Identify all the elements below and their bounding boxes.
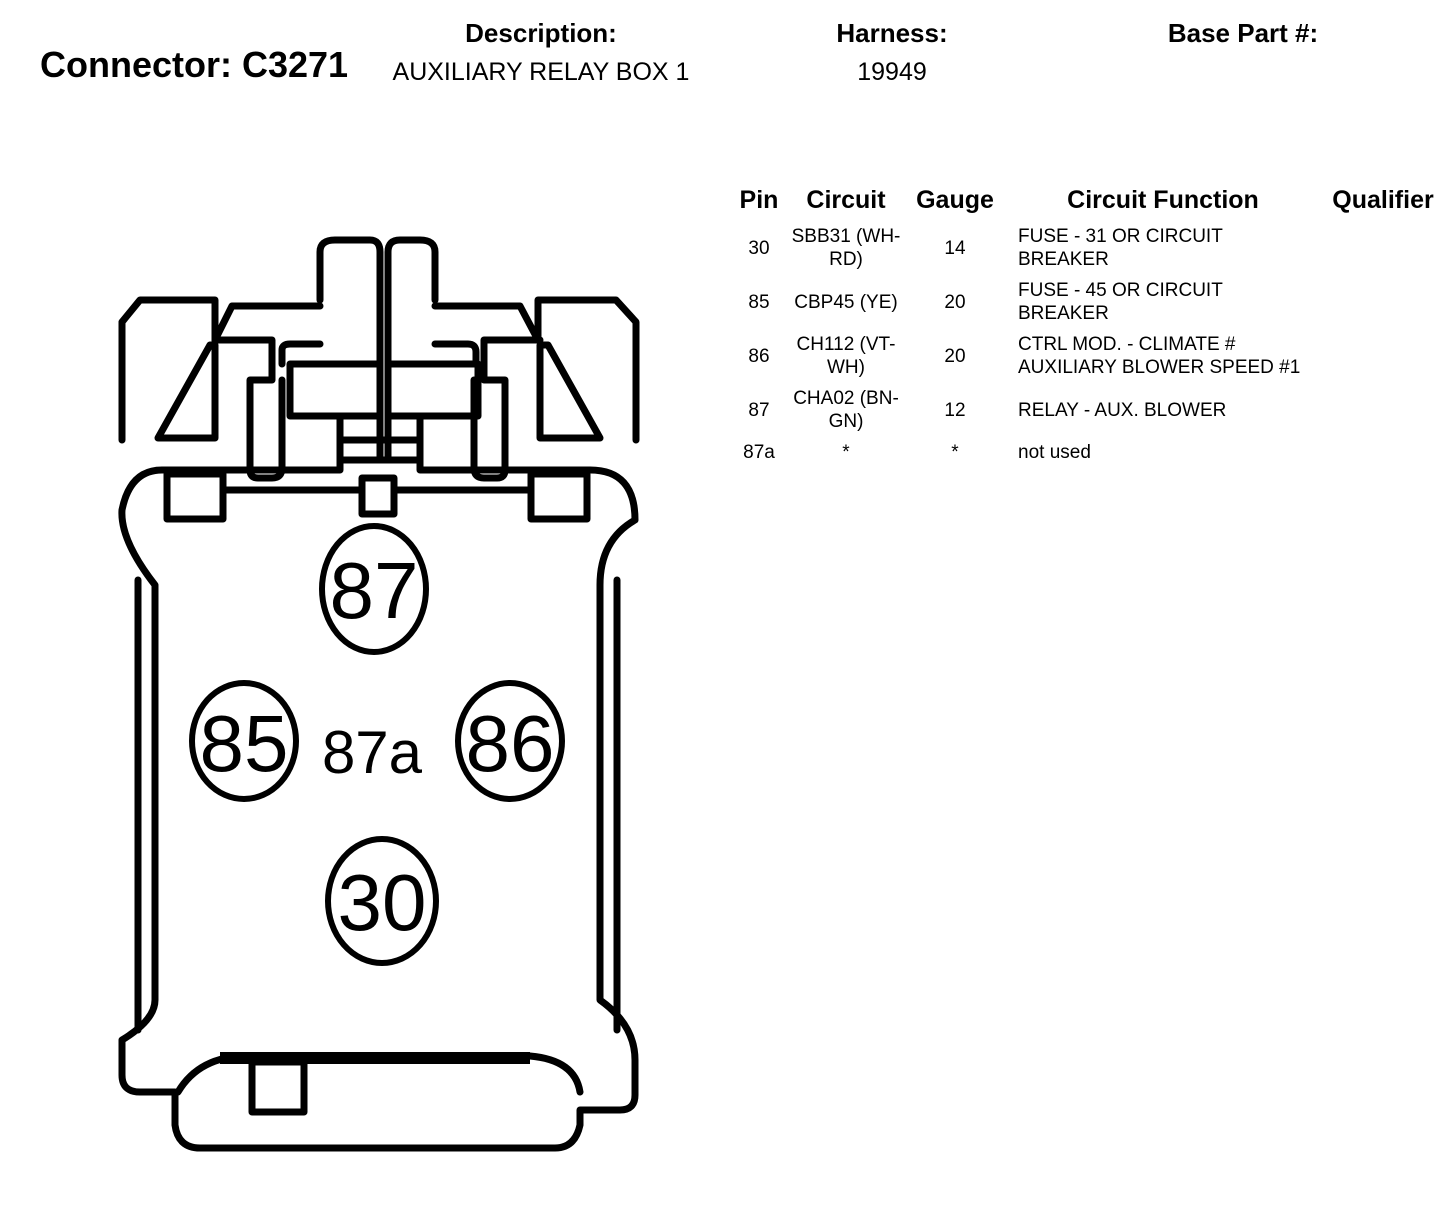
pin-87a-label: 87a: [322, 719, 423, 786]
shell-top-outline: [118, 296, 640, 444]
description-label: Description:: [465, 18, 617, 48]
column-header-function: Circuit Function: [1067, 186, 1259, 214]
cell-circuit: SBB31 (WH-RD): [791, 226, 901, 270]
table-row: 86 CH112 (VT-WH) 20 CTRL MOD. - CLIMATE …: [728, 329, 1448, 383]
center-latch-right: [384, 236, 439, 464]
latch-block-left: [286, 360, 384, 420]
cell-pin: 87: [748, 399, 770, 421]
finger-left: [211, 336, 286, 482]
latch-step-left: [278, 340, 324, 368]
connector-title: Connector: C3271: [40, 44, 349, 85]
cell-pin: 87a: [743, 442, 775, 463]
connector-face-diagram: 87 85 87a 86 30: [118, 236, 640, 1152]
cell-pin: 30: [748, 237, 770, 259]
pin-87-circle: [319, 523, 429, 655]
cell-qualifier: [1318, 221, 1448, 275]
latch-block-right: [384, 360, 482, 420]
lock-tab-center: [358, 474, 398, 518]
cell-function: CTRL MOD. - CLIMATE # AUXILIARY BLOWER S…: [1018, 334, 1301, 378]
table-row: 87 CHA02 (BN-GN) 12 RELAY - AUX. BLOWER: [728, 383, 1448, 437]
table-row: 87a * * not used: [728, 437, 1448, 468]
cell-qualifier: [1318, 383, 1448, 437]
rib-right: [536, 341, 604, 442]
cell-circuit: CBP45 (YE): [794, 291, 898, 313]
pin-30-circle: [325, 836, 439, 966]
pin-87-label: 87: [330, 546, 419, 635]
cell-function: not used: [1018, 442, 1091, 463]
cell-gauge: *: [951, 442, 959, 463]
cell-circuit: CHA02 (BN-GN): [793, 388, 899, 432]
cell-qualifier: [1318, 329, 1448, 383]
table-header-row: Pin Circuit Gauge Circuit Function Quali…: [728, 183, 1448, 221]
upper-shoulder-left: [211, 302, 324, 344]
cell-function: FUSE - 45 OR CIRCUIT BREAKER: [1018, 280, 1223, 324]
base-part-label: Base Part #:: [1167, 18, 1319, 48]
pin-85-label: 85: [200, 699, 289, 788]
cell-gauge: 20: [944, 345, 966, 367]
pin-86-label: 86: [466, 699, 555, 788]
description-value: AUXILIARY RELAY BOX 1: [392, 58, 690, 86]
table-row: 85 CBP45 (YE) 20 FUSE - 45 OR CIRCUIT BR…: [728, 275, 1448, 329]
column-header-circuit: Circuit: [806, 186, 886, 214]
rib-left: [154, 341, 219, 442]
bottom-key-post: [248, 1058, 308, 1116]
cell-gauge: 12: [944, 399, 966, 421]
cell-pin: 85: [748, 291, 770, 313]
body-outline: [118, 456, 639, 1152]
pin-85-circle: [189, 680, 299, 802]
cell-qualifier: [1318, 275, 1448, 329]
latch-step-right: [431, 340, 480, 368]
cell-pin: 86: [748, 345, 770, 367]
cell-function: FUSE - 31 OR CIRCUIT BREAKER: [1018, 226, 1223, 270]
upper-shoulder-right: [431, 302, 542, 344]
column-header-qualifier: Qualifier: [1332, 186, 1434, 214]
latch-neck: [336, 412, 424, 444]
cell-gauge: 20: [944, 291, 966, 313]
pin-30-label: 30: [338, 858, 427, 947]
cell-qualifier: [1318, 437, 1448, 468]
cell-gauge: 14: [944, 237, 966, 259]
center-latch-left: [316, 236, 384, 464]
cell-circuit: CH112 (VT-WH): [796, 334, 896, 378]
harness-label: Harness:: [836, 18, 948, 48]
pin-table: Pin Circuit Gauge Circuit Function Quali…: [728, 183, 1448, 468]
cell-circuit: *: [842, 442, 850, 463]
table-row: 30 SBB31 (WH-RD) 14 FUSE - 31 OR CIRCUIT…: [728, 221, 1448, 275]
harness-value: 19949: [857, 58, 927, 86]
cell-function: RELAY - AUX. BLOWER: [1018, 399, 1227, 421]
finger-right: [470, 336, 544, 482]
pin-86-circle: [455, 680, 565, 802]
lock-tab-right: [527, 470, 591, 523]
column-header-gauge: Gauge: [916, 186, 994, 214]
column-header-pin: Pin: [739, 186, 779, 214]
lock-tab-left: [163, 470, 227, 523]
